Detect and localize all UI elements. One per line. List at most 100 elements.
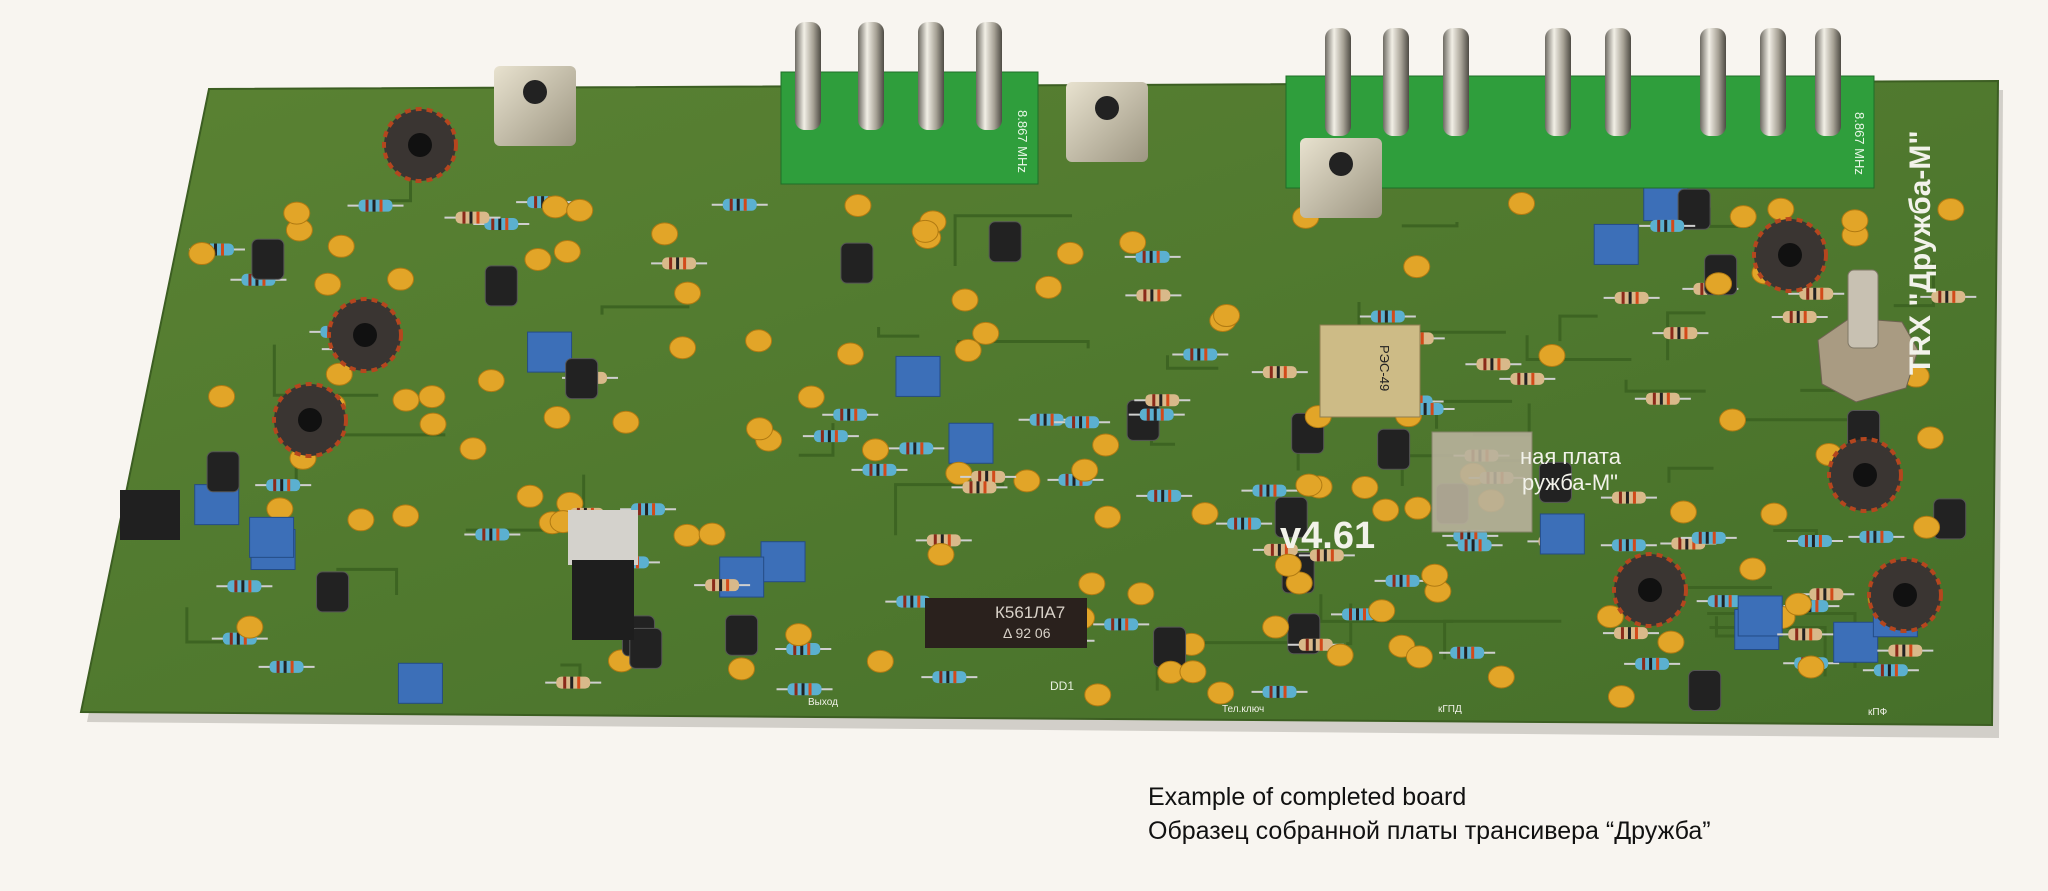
resistor-band <box>1880 664 1884 677</box>
ceramic-capacitor <box>911 219 939 243</box>
resistor-band <box>840 408 844 421</box>
ceramic-capacitor <box>1213 304 1241 328</box>
resistor-band <box>1471 539 1475 552</box>
resistor-band <box>1657 219 1661 232</box>
ceramic-capacitor <box>1179 660 1207 684</box>
resistor-band <box>1659 392 1663 405</box>
resistor <box>1439 646 1496 659</box>
resistor-band <box>1803 311 1807 324</box>
trace <box>336 567 399 596</box>
ceramic-capacitor <box>1913 515 1941 539</box>
ceramic-capacitor <box>543 405 571 429</box>
resistor <box>1136 489 1193 502</box>
ceramic-capacitor <box>387 267 415 291</box>
ceramic-capacitor <box>1351 476 1379 500</box>
ceramic-capacitor <box>1596 605 1624 629</box>
resistor-band <box>1625 491 1629 504</box>
ceramic-capacitor <box>1767 197 1795 221</box>
resistor-band <box>1159 394 1163 407</box>
resistor-band <box>1684 327 1688 340</box>
resistor-band <box>491 218 495 231</box>
resistor <box>545 676 602 689</box>
ic-ref: DD1 <box>1050 679 1074 693</box>
ceramic-capacitor <box>1056 241 1084 265</box>
ceramic-capacitor <box>844 193 872 217</box>
resistor-band <box>287 479 291 492</box>
resistor <box>1624 657 1681 670</box>
resistor-band <box>1802 628 1806 641</box>
resistor <box>885 595 942 608</box>
resistor-band <box>1319 638 1323 651</box>
quartz-crystal <box>1760 28 1786 136</box>
resistor-band <box>1685 537 1689 550</box>
resistor-band <box>1316 549 1320 562</box>
resistor-band <box>1866 530 1870 543</box>
resistor-band <box>1806 287 1810 300</box>
resistor <box>1777 628 1834 641</box>
toroid-hole <box>298 408 322 432</box>
trace <box>1624 379 1706 393</box>
resistor-band <box>290 660 294 673</box>
resistor-band <box>236 632 240 645</box>
resistor-band <box>1816 588 1820 601</box>
connector-label-pf: кПФ <box>1868 707 1888 718</box>
resistor <box>921 671 978 684</box>
resistor-band <box>365 199 369 212</box>
trace <box>1443 619 1562 660</box>
resistor-band <box>1154 489 1158 502</box>
ceramic-capacitor <box>314 272 342 296</box>
ceramic-capacitor <box>1487 665 1515 689</box>
ceramic-capacitor <box>1729 205 1757 229</box>
ceramic-capacitor <box>1084 683 1112 707</box>
shielded-coil <box>494 66 1382 218</box>
resistor-band <box>947 534 951 547</box>
resistor <box>1603 291 1660 304</box>
resistor <box>1359 310 1416 323</box>
board-name-silk-1: ная плата <box>1520 444 1622 469</box>
trace <box>1893 262 1935 308</box>
resistor-band <box>1474 529 1478 542</box>
resistor-band <box>1270 543 1274 556</box>
resistor-band <box>800 642 804 655</box>
ceramic-capacitor <box>1119 230 1147 254</box>
ceramic-capacitor <box>745 329 773 353</box>
resistor-band <box>883 463 887 476</box>
resistor-band <box>1678 537 1682 550</box>
resistor-band <box>1377 310 1381 323</box>
toroid-hole <box>408 133 432 157</box>
resistor-band <box>1423 402 1427 415</box>
resistor-band <box>1305 638 1309 651</box>
caption-russian: Образец собранной платы трансивера “Друж… <box>1148 817 1711 845</box>
connector-label-output: Выход <box>808 697 838 708</box>
resistor-band <box>1632 491 1636 504</box>
resistor <box>851 463 908 476</box>
resistor <box>822 408 879 421</box>
ceramic-capacitor <box>1013 469 1041 493</box>
resistor-band <box>638 503 642 516</box>
ceramic-capacitor <box>1274 553 1302 577</box>
resistor-band <box>1618 491 1622 504</box>
resistor-band <box>1692 537 1696 550</box>
resistor-band <box>1698 531 1702 544</box>
resistor-band <box>876 463 880 476</box>
ceramic-capacitor <box>1078 572 1106 596</box>
quartz-crystal <box>795 22 821 130</box>
resistor-band <box>1399 574 1403 587</box>
resistor-band <box>1902 644 1906 657</box>
resistor-band <box>1938 290 1942 303</box>
resistor-band <box>1248 517 1252 530</box>
resistor-band <box>476 211 480 224</box>
ceramic-capacitor <box>236 615 264 639</box>
ceramic-capacitor <box>1718 408 1746 432</box>
resistor <box>776 683 833 696</box>
resistor <box>1054 416 1111 429</box>
ceramic-capacitor <box>698 522 726 546</box>
resistor-band <box>280 479 284 492</box>
resistor-band <box>1873 530 1877 543</box>
resistor <box>960 470 1017 483</box>
trace <box>953 214 1073 266</box>
trace <box>600 305 690 315</box>
quartz-crystal <box>858 22 884 130</box>
resistor-band <box>1276 685 1280 698</box>
resistor-band <box>255 273 259 286</box>
